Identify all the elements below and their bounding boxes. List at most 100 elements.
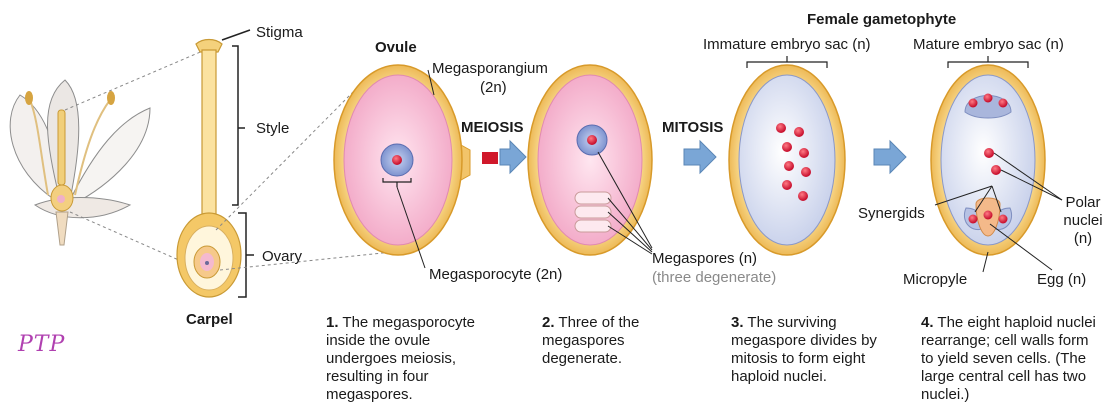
label-stigma: Stigma: [256, 24, 303, 41]
rearrange-arrow: [873, 139, 907, 175]
megasporocyte-leader: [396, 186, 426, 269]
stigma-leader: [221, 29, 251, 41]
synergids-leader-3: [991, 185, 1002, 213]
step-2-number: 2.: [542, 314, 555, 331]
step-2-caption: 2. Three of the megaspores degenerate.: [542, 314, 672, 368]
micropyle-leader: [982, 251, 989, 273]
immature-sac-bracket: [746, 56, 828, 68]
step-1-text: The megasporocyte inside the ovule under…: [326, 314, 475, 403]
label-egg: Egg (n): [1037, 271, 1087, 288]
antipodal-nucleus-1: [968, 98, 978, 108]
megaspores-leader-2: [607, 197, 653, 251]
haploid-nucleus-8: [798, 191, 808, 201]
haploid-nucleus-4: [799, 148, 809, 158]
flower-petal-lower: [33, 197, 132, 219]
label-ovary: Ovary: [262, 248, 303, 265]
flower-ovule: [57, 195, 65, 203]
flower-anther-2: [107, 91, 115, 105]
label-style: Style: [256, 120, 290, 137]
step-3-caption: 3. The surviving megaspore divides by mi…: [731, 314, 889, 386]
carpel-illustration: [176, 38, 242, 298]
step-3-text: The surviving megaspore divides by mitos…: [731, 314, 877, 385]
mitosis-arrow: [683, 139, 717, 175]
meiosis-arrow-shape: [499, 139, 527, 175]
immature-embryo-sac: [738, 74, 836, 246]
dashed-line-flower-top: [64, 49, 206, 111]
egg-nucleus: [983, 210, 993, 220]
degenerate-megaspore-3: [574, 219, 612, 233]
step-4-number: 4.: [921, 314, 934, 331]
label-nuclei: nuclei: [1063, 212, 1103, 229]
polar-nucleus-1: [984, 148, 994, 158]
mature-embryo-sac: [940, 74, 1036, 246]
step-1-caption: 1. The megasporocyte inside the ovule un…: [326, 314, 486, 404]
megaspores-leader-3: [607, 211, 653, 253]
step-4-text: The eight haploid nuclei rearrange; cell…: [921, 314, 1096, 403]
step-3-number: 3.: [731, 314, 744, 331]
haploid-nucleus-2: [794, 127, 804, 137]
megasporocyte-bracket: [382, 178, 412, 187]
label-megasporocyte: Megasporocyte (2n): [429, 266, 563, 283]
dashed-line-carpel-top: [215, 84, 361, 231]
label-ovule: Ovule: [375, 39, 417, 56]
haploid-nucleus-6: [801, 167, 811, 177]
label-polar-ploidy: (n): [1073, 230, 1093, 247]
flower-stamen-1: [29, 99, 49, 196]
label-polar-nuclei: Polar nuclei (n): [1058, 194, 1108, 248]
surviving-megaspore-nucleus: [587, 135, 597, 145]
meiosis-arrow-red-block: [482, 152, 498, 164]
synergid-nucleus-left: [968, 214, 978, 224]
dashed-line-flower-bottom: [69, 211, 191, 266]
mature-sac-bracket: [947, 56, 1029, 68]
haploid-nucleus-3: [782, 142, 792, 152]
flower-petal-right: [69, 107, 151, 206]
flower-stamen-2: [74, 99, 111, 196]
ovule-stage-1: [333, 64, 471, 269]
synergid-nucleus-right: [998, 214, 1008, 224]
meiosis-arrow: [482, 139, 527, 175]
degenerate-megaspore-1: [574, 191, 612, 205]
style-bracket: [232, 45, 245, 206]
step-4-caption: 4. The eight haploid nuclei rearrange; c…: [921, 314, 1099, 404]
label-synergids: Synergids: [858, 205, 925, 222]
label-micropyle: Micropyle: [903, 271, 968, 288]
polar-leader-1: [993, 152, 1063, 201]
haploid-nucleus-1: [776, 123, 786, 133]
label-meiosis: MEIOSIS: [461, 119, 524, 136]
carpel-style: [201, 49, 217, 216]
haploid-nucleus-7: [782, 180, 792, 190]
megaspores-leader-1: [597, 151, 653, 249]
label-female-gametophyte: Female gametophyte: [807, 11, 957, 28]
ovule-stage-4: [930, 56, 1063, 273]
carpel-brackets: [221, 29, 254, 298]
label-mature-embryo-sac: Mature embryo sac (n): [913, 36, 1064, 53]
antipodal-nucleus-3: [998, 98, 1008, 108]
label-megasporangium: Megasporangium: [432, 60, 548, 77]
label-megaspores: Megaspores (n): [652, 250, 758, 267]
carpel-stigma: [195, 38, 223, 53]
label-megasporangium-ploidy: (2n): [480, 79, 507, 96]
label-three-degenerate: (three degenerate): [652, 269, 777, 286]
synergids-leader-2: [974, 185, 993, 213]
watermark-signature: PTP: [18, 332, 66, 357]
ovary-bracket: [238, 212, 254, 298]
flower-illustration: [9, 79, 151, 246]
antipodal-nucleus-2: [983, 93, 993, 103]
degenerate-megaspore-2: [574, 205, 612, 219]
ovule2-nucellus: [537, 74, 643, 246]
dashed-line-carpel-bottom: [219, 251, 393, 271]
megasporangium-leader: [427, 69, 435, 96]
label-immature-embryo-sac: Immature embryo sac (n): [703, 36, 871, 53]
step-2-text: Three of the megaspores degenerate.: [542, 314, 640, 367]
flower-pedicel: [55, 211, 69, 246]
megaspores-leader-4: [607, 225, 653, 255]
flower-style: [57, 109, 66, 186]
synergids-leader-1: [934, 185, 993, 206]
polar-nucleus-2: [991, 165, 1001, 175]
ovule-stage-3: [728, 56, 846, 256]
flower-anther-1: [25, 91, 33, 105]
label-mitosis: MITOSIS: [662, 119, 724, 136]
ovule-stage-2: [527, 64, 653, 256]
megasporocyte-nucleus: [392, 155, 402, 165]
